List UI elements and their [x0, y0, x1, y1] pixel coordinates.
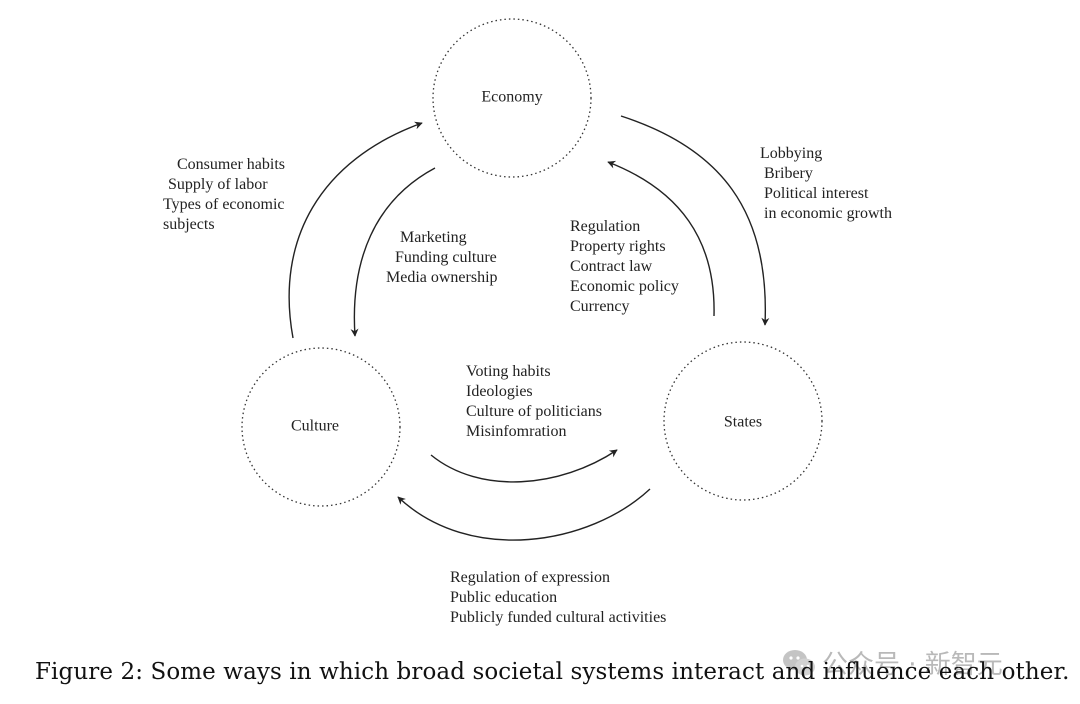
arrow-states-to-culture: [397, 488, 651, 541]
label-line: Publicly funded cultural activities: [450, 609, 667, 626]
watermark-text: 公众号 · 新智元: [822, 650, 1003, 680]
label-economy-to-culture: Marketing Funding culture Media ownershi…: [386, 228, 498, 288]
label-line: Culture of politicians: [466, 403, 602, 420]
label-line: Political interest: [764, 185, 869, 202]
label-line: in economic growth: [764, 205, 892, 222]
arrow-culture-to-states: [430, 449, 618, 483]
figure-caption: Figure 2: Some ways in which broad socie…: [35, 659, 1070, 685]
label-states-to-economy: Regulation Property rights Contract law …: [570, 217, 679, 317]
arrow-culture-to-economy: [288, 121, 423, 339]
label-line: Contract law: [570, 258, 653, 275]
economy-label: Economy: [481, 89, 542, 106]
label-line: Misinfomration: [466, 423, 567, 440]
label-line: Lobbying: [760, 145, 823, 162]
label-line: Ideologies: [466, 383, 533, 400]
label-culture-to-economy: Consumer habits Supply of labor Types of…: [163, 155, 285, 235]
arrow-economy-to-culture: [350, 167, 436, 337]
label-line: subjects: [163, 216, 215, 233]
label-line: Public education: [450, 589, 558, 606]
arrow-states-to-economy: [607, 160, 715, 317]
states-label: States: [724, 414, 762, 431]
wechat-icon: [783, 649, 815, 675]
label-line: Currency: [570, 298, 630, 315]
label-line: Voting habits: [466, 363, 551, 380]
label-line: Property rights: [570, 238, 666, 255]
culture-label: Culture: [291, 418, 339, 435]
watermark: 公众号 · 新智元: [782, 644, 1003, 681]
label-culture-to-states: Voting habits Ideologies Culture of poli…: [466, 362, 602, 442]
label-line: Supply of labor: [168, 176, 268, 193]
economy-node: [432, 18, 592, 178]
label-economy-to-states: Lobbying Bribery Political interest in e…: [760, 144, 892, 224]
label-line: Regulation of expression: [450, 569, 610, 586]
label-line: Media ownership: [386, 269, 498, 286]
label-line: Marketing: [400, 229, 467, 246]
states-node: [663, 341, 823, 501]
label-states-to-culture: Regulation of expression Public educatio…: [450, 568, 666, 628]
label-line: Regulation: [570, 218, 641, 235]
culture-node: [241, 347, 401, 507]
label-line: Economic policy: [570, 278, 679, 295]
arrow-economy-to-states: [620, 115, 770, 326]
label-line: Consumer habits: [177, 156, 285, 173]
label-line: Bribery: [764, 165, 813, 182]
label-line: Funding culture: [395, 249, 497, 266]
label-line: Types of economic: [163, 196, 285, 213]
